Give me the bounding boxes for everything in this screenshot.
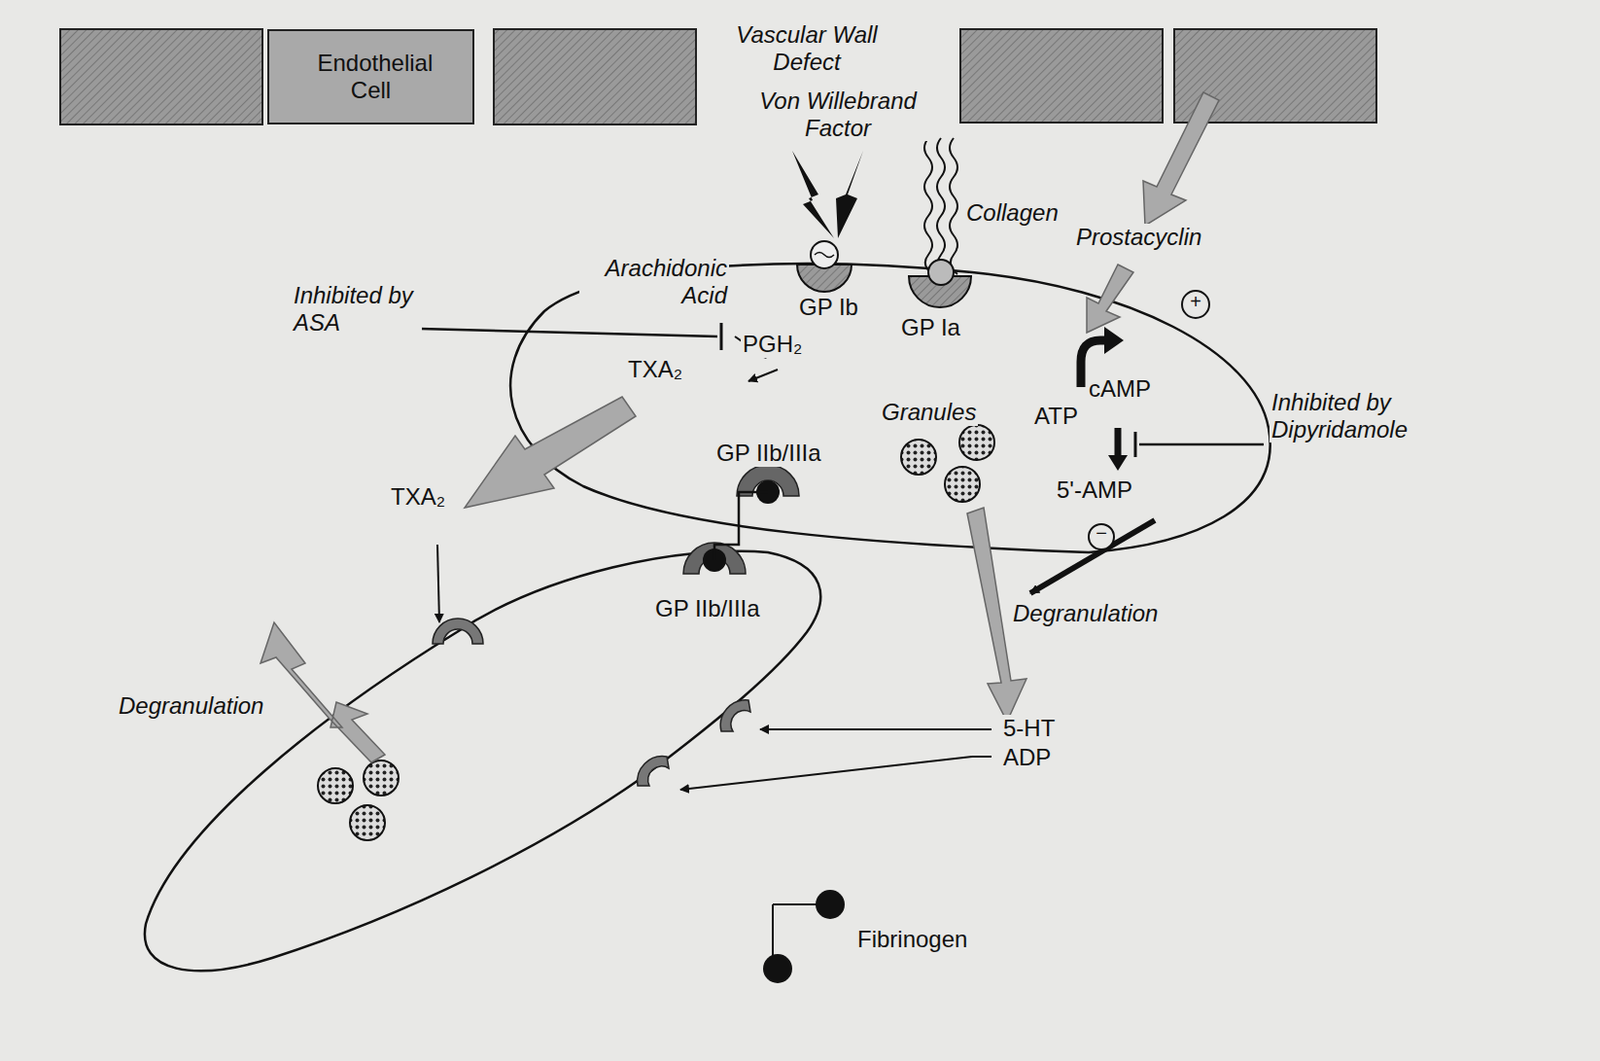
substrate-label: Arachidonic Acid (579, 254, 730, 309)
process-label: Degranulation (116, 692, 266, 720)
heading-label: Vascular Wall Defect (707, 21, 906, 75)
receptor-label: GP IIb/IIIa (653, 594, 763, 623)
metabolite-label: TXA₂ (626, 355, 685, 383)
granule-label: Granules (879, 398, 978, 426)
receptor-label: GP IIb/IIIa (714, 439, 824, 467)
receptor-label: GP Ib (797, 293, 861, 321)
second-messenger-label: cAMP (1086, 375, 1153, 403)
receptor-label: GP Ia (899, 313, 963, 342)
mediator-label: 5-HT (1001, 714, 1057, 742)
metabolite-label: TXA₂ (388, 483, 448, 511)
metabolite-label: PGH₂ (740, 330, 804, 358)
cell-label: Endothelial Cell (317, 49, 425, 104)
process-label: Degranulation (1010, 599, 1160, 627)
collagen-label: Collagen (964, 199, 1061, 227)
protein-label: Fibrinogen (855, 925, 970, 953)
inhibition-note: Inhibited by ASA (291, 281, 422, 336)
inhibition-note: Inhibited by Dipyridamole (1269, 388, 1449, 443)
nucleotide-label: ATP (1032, 402, 1080, 430)
nucleotide-label: 5'-AMP (1054, 476, 1135, 504)
minus-sign: − (1093, 521, 1110, 545)
plus-sign: + (1187, 290, 1204, 314)
factor-label: Von Willebrand Factor (743, 87, 933, 141)
prostacyclin-label: Prostacyclin (1074, 223, 1204, 251)
endothelial-cell-box: Endothelial Cell (267, 29, 475, 125)
mediator-label: ADP (1001, 743, 1053, 771)
